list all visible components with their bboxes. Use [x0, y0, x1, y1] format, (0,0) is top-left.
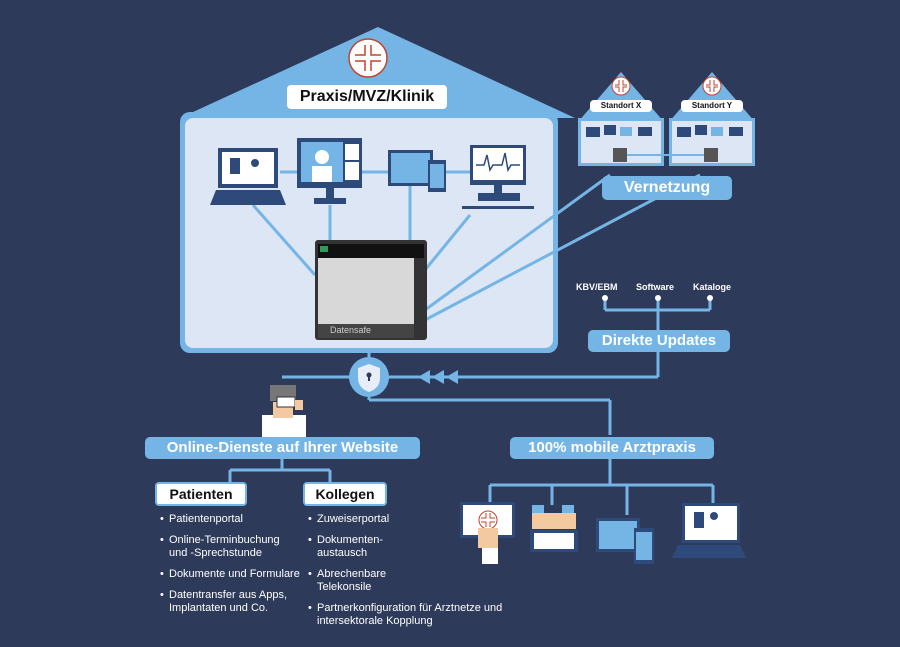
list-item: Zuweiserportal	[308, 513, 508, 526]
server-brand: Datensafe	[330, 325, 372, 335]
tablet-phone-mobile-icon	[596, 518, 654, 564]
main-house-title: Praxis/MVZ/Klinik	[287, 85, 447, 109]
server-icon	[315, 240, 427, 340]
site-house-x	[578, 72, 664, 166]
update-source-kataloge: Kataloge	[693, 282, 732, 292]
list-item: Partnerkonfiguration für Arztnetze und i…	[308, 602, 508, 628]
site-y-label: Standort Y	[681, 100, 743, 112]
update-source-software: Software	[636, 282, 675, 292]
colleagues-heading: Kollegen	[303, 482, 387, 506]
list-item: Datentransfer aus Apps, Implantaten und …	[160, 589, 300, 615]
update-source-kbv: KBV/EBM	[576, 282, 618, 292]
laptop-icon	[210, 148, 286, 205]
doctor-with-vr-icon	[262, 385, 306, 437]
hands-keyboard-icon	[530, 505, 578, 552]
site-x-label: Standort X	[590, 100, 652, 112]
list-item: Online-Terminbuchung und -Sprechstunde	[160, 534, 300, 560]
site-house-y	[669, 72, 755, 166]
list-item: Dokumenten-austausch	[308, 534, 417, 560]
medical-cross-icon	[348, 38, 388, 78]
laptop-mobile-icon	[672, 503, 746, 558]
tablet-phone-icon	[388, 150, 446, 192]
arrow-left-icons	[418, 370, 458, 384]
list-item: Abrechenbare Telekonsile	[308, 568, 417, 594]
ecg-workstation-icon	[462, 145, 534, 209]
networking-label: Vernetzung	[602, 176, 732, 200]
colleagues-list: Zuweiserportal Dokumenten-austausch Abre…	[308, 513, 508, 636]
online-services-label: Online-Dienste auf Ihrer Website	[145, 437, 420, 459]
patients-list: Patientenportal Online-Terminbuchung und…	[160, 513, 300, 623]
mobile-practice-label: 100% mobile Arztpraxis	[510, 437, 714, 459]
patients-heading: Patienten	[155, 482, 247, 506]
direct-updates-label: Direkte Updates	[588, 330, 730, 352]
monitor-icon	[297, 138, 362, 204]
list-item: Dokumente und Formulare	[160, 568, 300, 581]
list-item: Patientenportal	[160, 513, 300, 526]
